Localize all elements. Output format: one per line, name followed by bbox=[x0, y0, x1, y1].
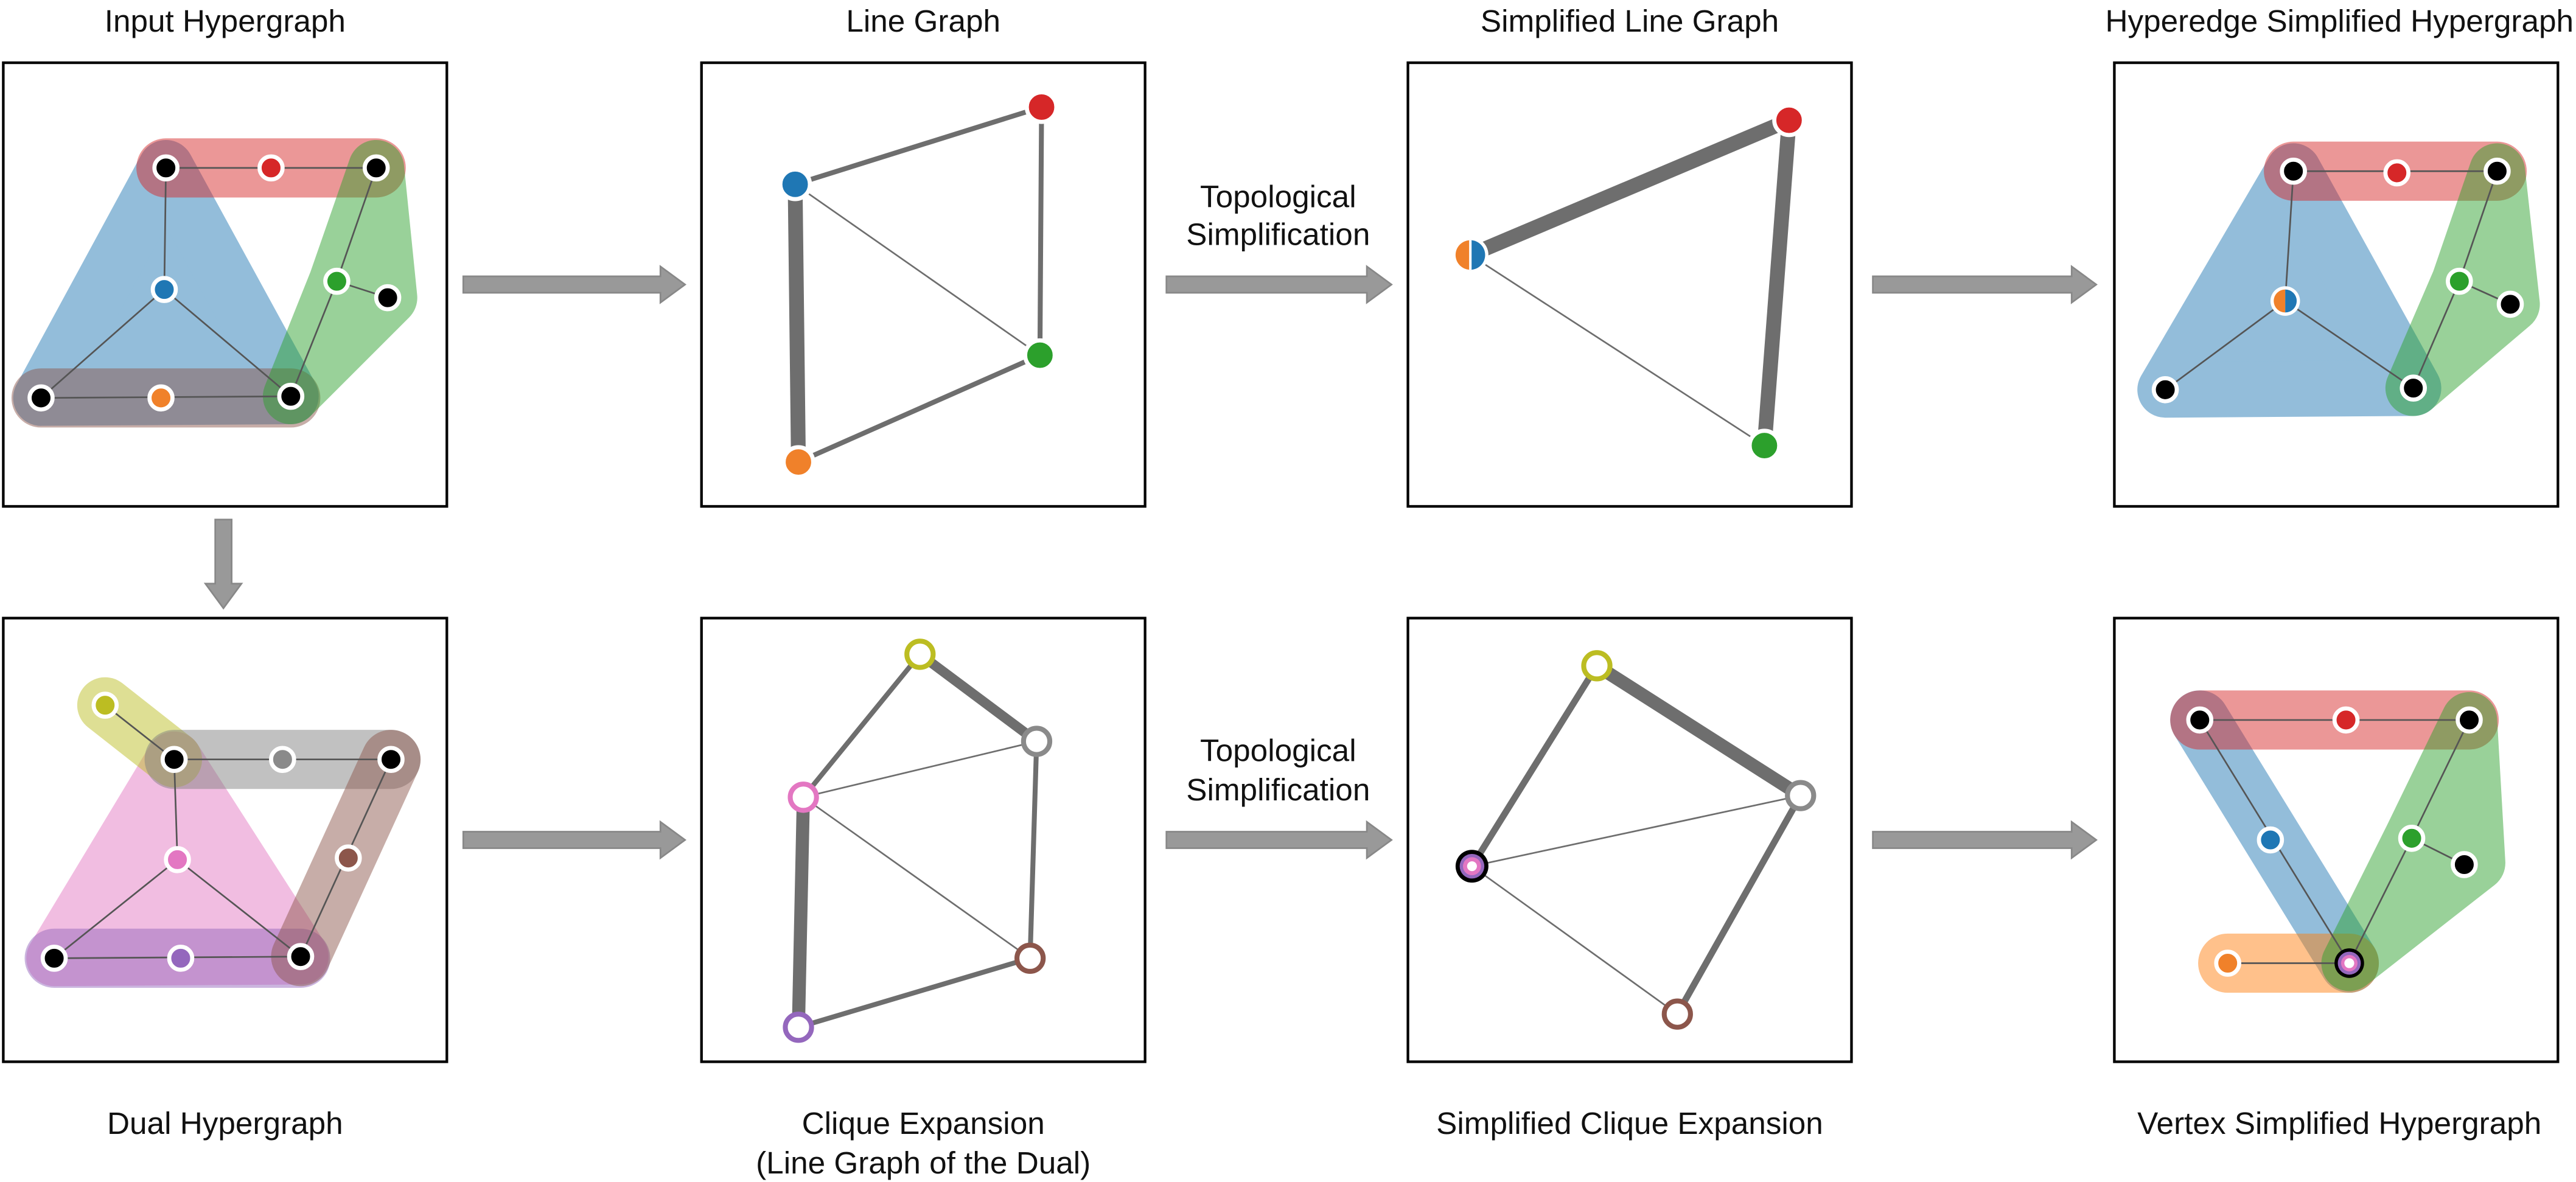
arrow-down-icon bbox=[203, 519, 243, 610]
node-brown bbox=[1661, 998, 1693, 1030]
node-orange bbox=[781, 445, 815, 479]
hyperedge-blue bbox=[2137, 143, 2442, 418]
node-red bbox=[1024, 90, 1059, 124]
arrow-right-icon bbox=[1872, 265, 2098, 304]
node-brown bbox=[1014, 942, 1046, 974]
vertex bbox=[374, 284, 402, 312]
node-pink bbox=[787, 782, 819, 813]
title-dual-hypergraph: Dual Hypergraph bbox=[107, 1106, 343, 1141]
title-hyperedge-simplified: Hyperedge Simplified Hypergraph bbox=[2105, 4, 2574, 38]
vertex bbox=[2186, 706, 2214, 734]
panel-dual-hypergraph bbox=[2, 617, 449, 1063]
vertex bbox=[150, 276, 178, 303]
line-graph bbox=[778, 90, 1059, 479]
vertex bbox=[2400, 374, 2428, 402]
title-clique-expansion-sub: (Line Graph of the Dual) bbox=[756, 1145, 1091, 1180]
dual-hypergraph bbox=[24, 677, 421, 988]
arrow-right-icon bbox=[1165, 265, 1393, 304]
node-red bbox=[1772, 103, 1806, 138]
label-topological-bottom-2: Simplification bbox=[1186, 772, 1370, 807]
vertex bbox=[2451, 851, 2478, 878]
node-green bbox=[1747, 428, 1782, 463]
simplified-line-graph bbox=[1452, 103, 1806, 463]
title-simplified-line-graph: Simplified Line Graph bbox=[1481, 4, 1779, 38]
vertex bbox=[2446, 267, 2473, 295]
vertex bbox=[160, 746, 188, 773]
title-vertex-simplified: Vertex Simplified Hypergraph bbox=[2137, 1106, 2541, 1141]
vertex bbox=[147, 384, 175, 412]
panel-line-graph bbox=[700, 61, 1147, 508]
vertex bbox=[2257, 826, 2285, 854]
label-topological-top-1: Topological bbox=[1200, 180, 1356, 214]
vertex bbox=[167, 945, 195, 972]
simplified-clique-expansion bbox=[1455, 650, 1817, 1030]
label-topological-bottom-1: Topological bbox=[1200, 733, 1356, 768]
vertex bbox=[2214, 949, 2241, 977]
panel-vertex-simplified bbox=[2113, 617, 2560, 1063]
vertex bbox=[2280, 157, 2307, 185]
vertex bbox=[40, 945, 68, 972]
panel-clique-expansion bbox=[700, 617, 1147, 1063]
vertex bbox=[164, 846, 191, 873]
node-merged-pink-purple bbox=[1455, 850, 1489, 883]
vertex bbox=[2383, 159, 2411, 187]
node-olive bbox=[904, 638, 936, 670]
vertex bbox=[152, 154, 180, 182]
panel-input-hypergraph bbox=[2, 61, 449, 508]
title-input-hypergraph: Input Hypergraph bbox=[105, 4, 346, 38]
node-green bbox=[1023, 338, 1057, 372]
vertex bbox=[27, 384, 55, 412]
vertex bbox=[323, 267, 351, 295]
label-topological-top-2: Simplification bbox=[1186, 217, 1370, 252]
vertex bbox=[2332, 706, 2360, 734]
arrow-right-icon bbox=[1872, 820, 2098, 860]
panel-hyperedge-simplified bbox=[2113, 61, 2560, 508]
vertex bbox=[2151, 376, 2179, 404]
vertex-merged-pink-purple bbox=[2334, 948, 2364, 978]
vertex-simplified-hypergraph bbox=[2170, 690, 2505, 993]
clique-expansion bbox=[783, 638, 1053, 1043]
vertex bbox=[287, 943, 315, 970]
vertex bbox=[2484, 157, 2511, 185]
title-line-graph: Line Graph bbox=[846, 4, 1000, 38]
vertex bbox=[335, 844, 362, 872]
input-hypergraph bbox=[11, 138, 417, 428]
node-purple bbox=[783, 1012, 814, 1043]
arrows bbox=[203, 265, 2098, 860]
node-olive bbox=[1581, 650, 1613, 682]
vertex-merged-orange-blue bbox=[2270, 286, 2300, 316]
node-gray bbox=[1021, 726, 1053, 757]
node-gray bbox=[1785, 780, 1817, 811]
vertex bbox=[91, 691, 119, 719]
vertex bbox=[277, 382, 305, 410]
vertex bbox=[362, 154, 390, 182]
title-clique-expansion: Clique Expansion bbox=[802, 1106, 1045, 1141]
vertex bbox=[257, 154, 285, 182]
title-simplified-clique: Simplified Clique Expansion bbox=[1436, 1106, 1823, 1141]
vertex bbox=[269, 746, 296, 773]
hyperedge-simplified-hypergraph bbox=[2137, 141, 2540, 418]
node-blue bbox=[778, 167, 812, 201]
arrow-right-icon bbox=[462, 820, 687, 860]
vertex bbox=[377, 746, 405, 773]
vertex bbox=[2496, 290, 2524, 318]
arrow-right-icon bbox=[1165, 820, 1393, 860]
arrow-right-icon bbox=[462, 265, 687, 304]
node-merged-orange-blue bbox=[1452, 237, 1489, 273]
vertex bbox=[2456, 706, 2483, 734]
vertex bbox=[2398, 825, 2426, 852]
